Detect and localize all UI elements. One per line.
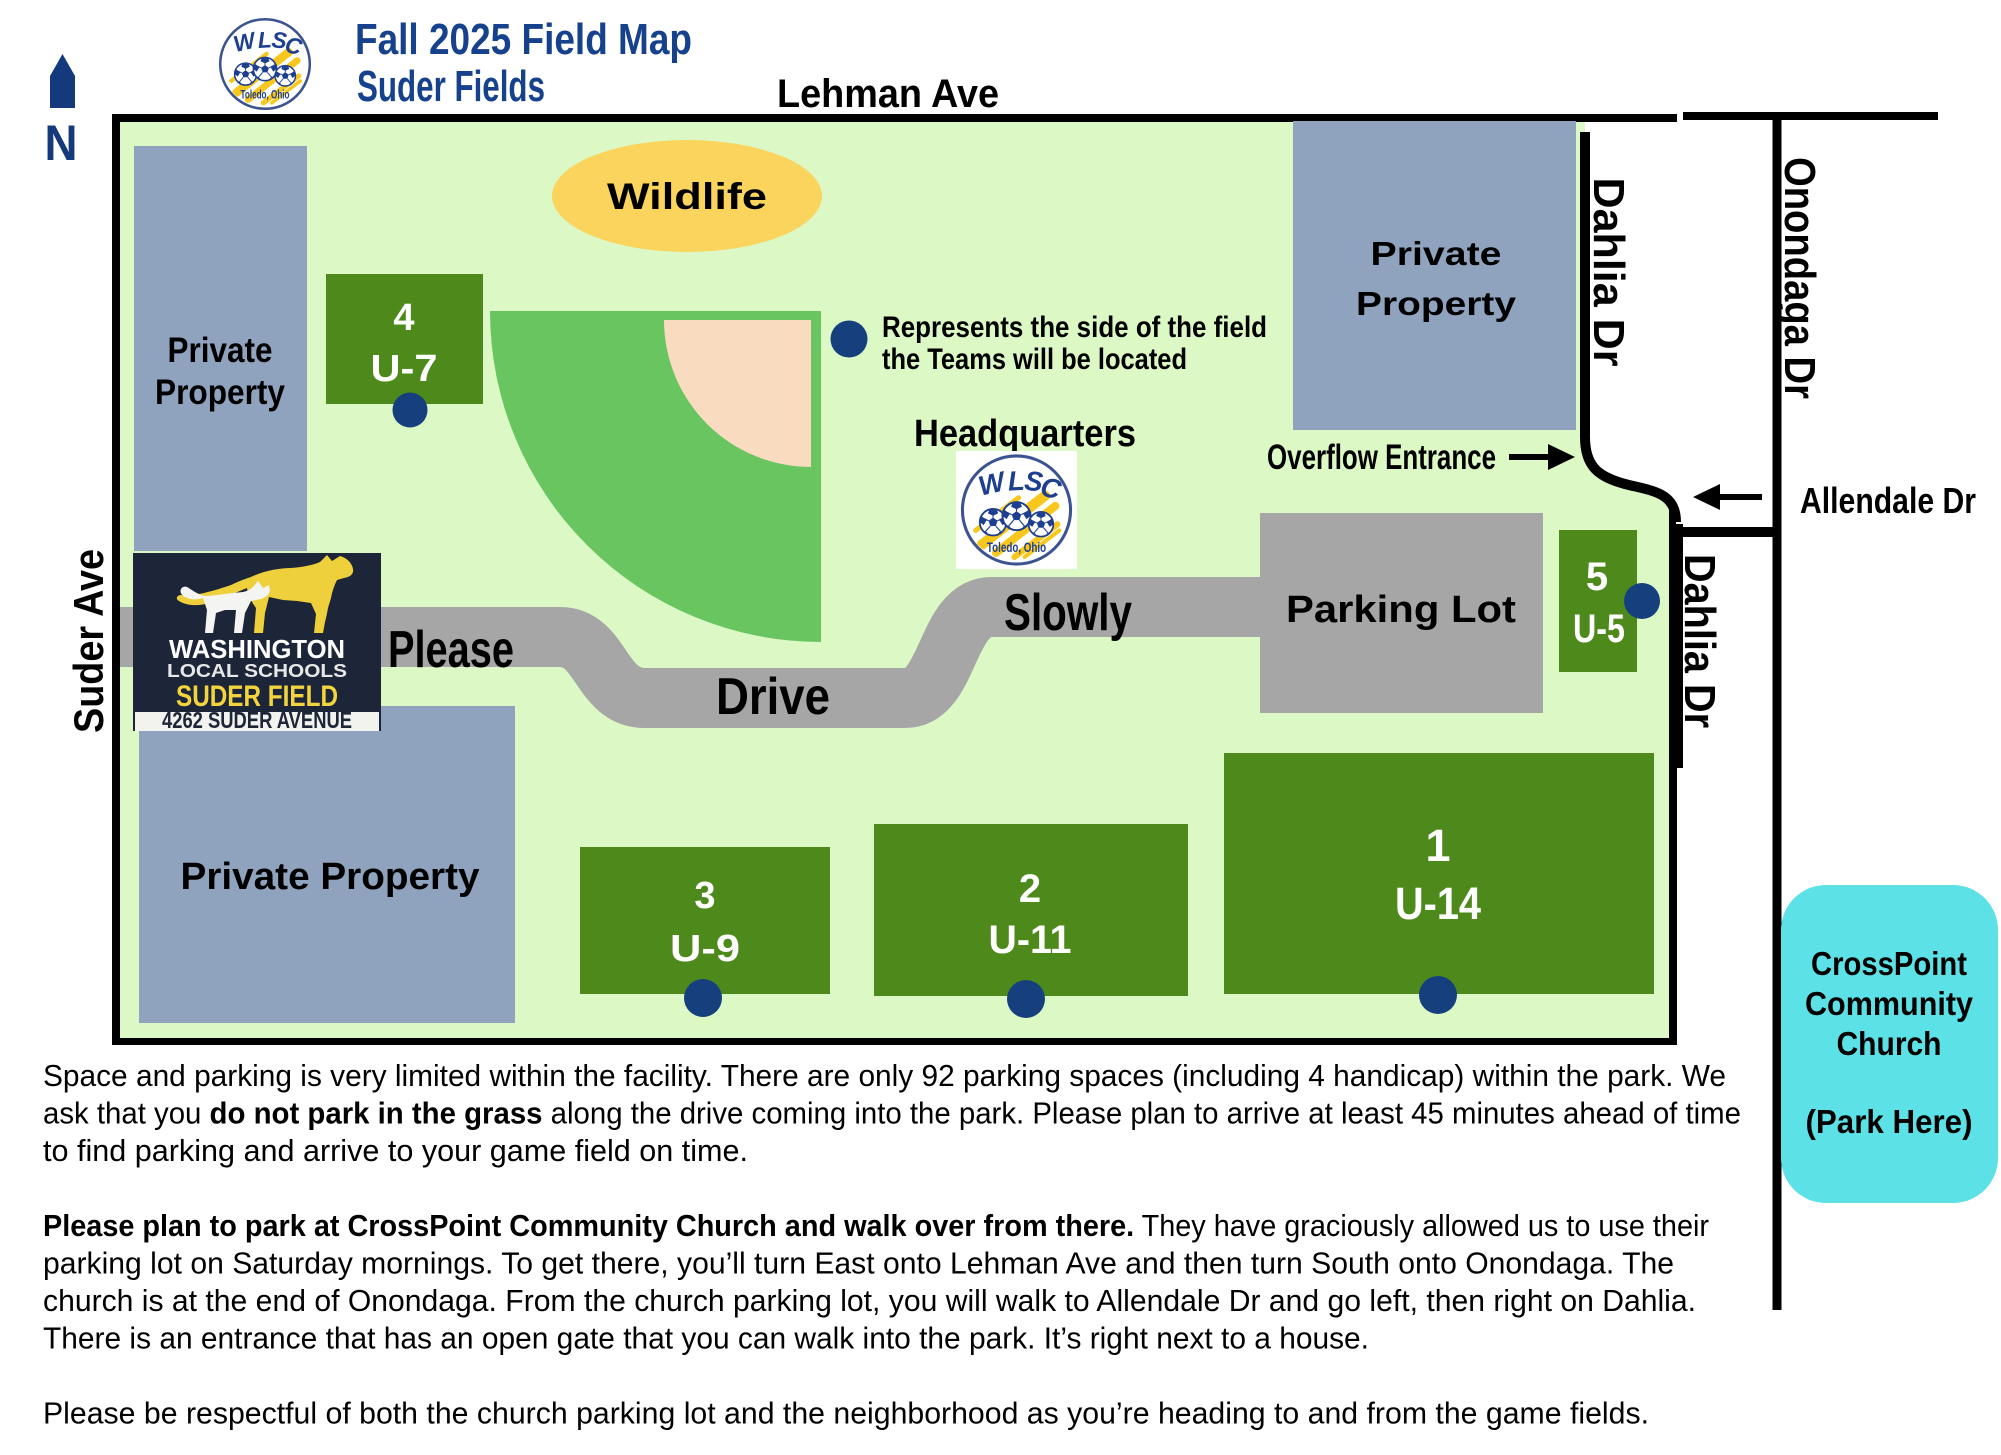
svg-text:Lehman Ave: Lehman Ave xyxy=(777,72,999,116)
svg-text:Headquarters: Headquarters xyxy=(914,413,1136,455)
svg-text:3: 3 xyxy=(694,875,715,917)
svg-text:Private Property: Private Property xyxy=(181,856,480,898)
svg-text:Represents the side of the fie: Represents the side of the field xyxy=(882,311,1267,344)
svg-text:Private: Private xyxy=(1371,235,1502,272)
svg-text:Drive: Drive xyxy=(716,668,830,726)
svg-text:ask that you do not park in th: ask that you do not park in the grass al… xyxy=(43,1096,1741,1131)
svg-text:Parking Lot: Parking Lot xyxy=(1286,589,1516,631)
svg-text:U-9: U-9 xyxy=(670,928,740,970)
svg-text:CrossPoint: CrossPoint xyxy=(1811,945,1967,982)
svg-text:WASHINGTON: WASHINGTON xyxy=(169,634,345,664)
svg-text:church is at the end of Ononda: church is at the end of Onondaga. From t… xyxy=(43,1283,1696,1318)
svg-text:Space and parking is very limi: Space and parking is very limited within… xyxy=(43,1058,1726,1093)
svg-text:Onondaga Dr: Onondaga Dr xyxy=(1775,157,1824,399)
svg-text:Please: Please xyxy=(388,621,514,679)
svg-text:the Teams will be located: the Teams will be located xyxy=(882,343,1187,376)
svg-text:parking lot on Saturday mornin: parking lot on Saturday mornings. To get… xyxy=(43,1246,1674,1281)
svg-text:Private: Private xyxy=(168,331,273,370)
svg-text:Dahlia Dr: Dahlia Dr xyxy=(1584,178,1633,367)
svg-text:4: 4 xyxy=(393,297,414,339)
svg-text:(Park Here): (Park Here) xyxy=(1806,1103,1973,1140)
svg-text:1: 1 xyxy=(1425,820,1450,871)
svg-text:Property: Property xyxy=(155,373,285,412)
svg-text:N: N xyxy=(45,115,78,171)
svg-text:Allendale Dr: Allendale Dr xyxy=(1800,480,1976,521)
svg-text:to find parking and arrive to: to find parking and arrive to your game … xyxy=(43,1133,748,1168)
svg-text:5: 5 xyxy=(1586,555,1608,599)
svg-text:Slowly: Slowly xyxy=(1004,584,1132,642)
svg-text:Please be respectful of both t: Please be respectful of both the church … xyxy=(43,1396,1649,1431)
svg-text:4262 SUDER AVENUE: 4262 SUDER AVENUE xyxy=(162,707,352,733)
svg-text:Property: Property xyxy=(1356,285,1517,322)
svg-text:Fall 2025 Field Map: Fall 2025 Field Map xyxy=(355,15,692,64)
svg-text:Suder Ave: Suder Ave xyxy=(65,549,112,733)
svg-text:LOCAL SCHOOLS: LOCAL SCHOOLS xyxy=(167,661,347,681)
svg-text:Dahlia Dr: Dahlia Dr xyxy=(1675,554,1724,728)
svg-text:2: 2 xyxy=(1019,867,1041,911)
svg-text:U-14: U-14 xyxy=(1395,878,1481,929)
svg-text:SUDER FIELD: SUDER FIELD xyxy=(176,680,338,713)
svg-text:There is an entrance that has: There is an entrance that has an open ga… xyxy=(43,1321,1369,1356)
svg-text:Wildlife: Wildlife xyxy=(607,176,767,217)
svg-text:U-11: U-11 xyxy=(989,918,1072,962)
svg-text:U-5: U-5 xyxy=(1573,607,1625,651)
svg-text:Please plan to park at CrossPo: Please plan to park at CrossPoint Commun… xyxy=(43,1208,1709,1243)
svg-text:Overflow Entrance: Overflow Entrance xyxy=(1267,438,1496,477)
svg-text:Church: Church xyxy=(1837,1025,1942,1062)
svg-text:Community: Community xyxy=(1805,985,1974,1022)
svg-text:Suder Fields: Suder Fields xyxy=(357,62,545,111)
svg-text:U-7: U-7 xyxy=(371,348,438,390)
